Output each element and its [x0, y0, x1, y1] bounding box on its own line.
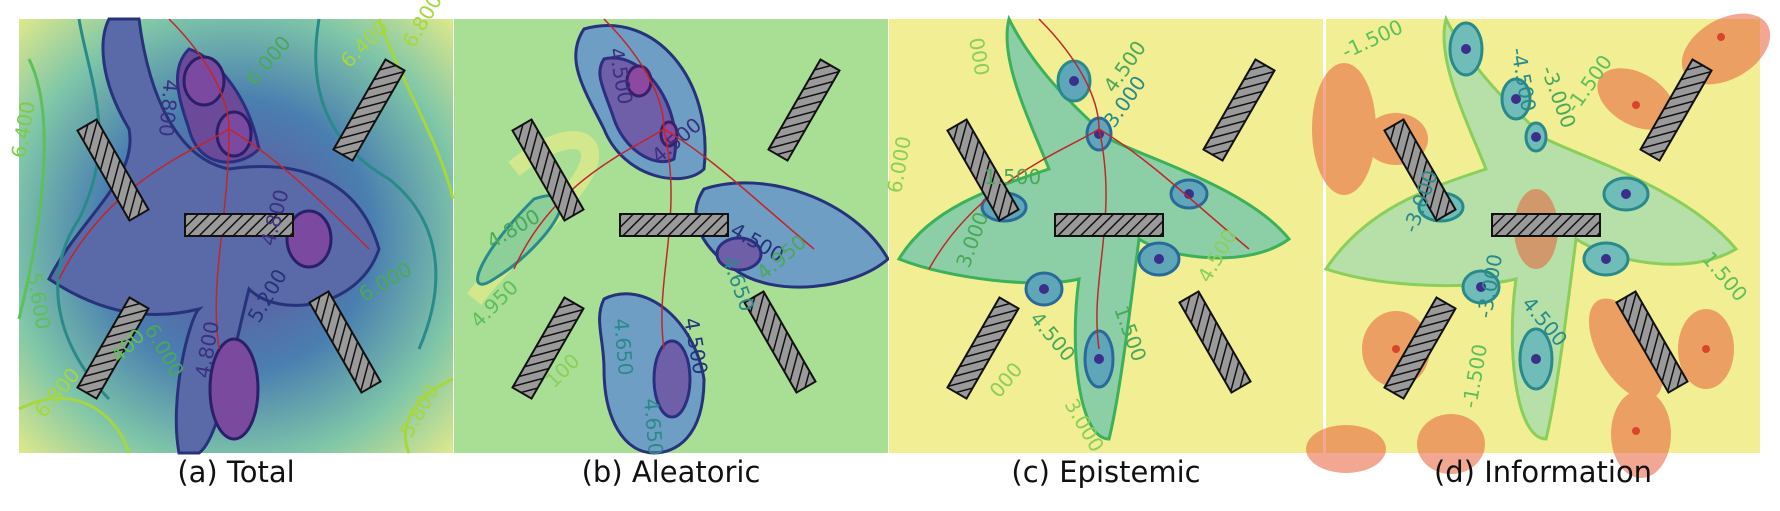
information-center-dot	[1531, 354, 1541, 364]
information-blob	[1597, 68, 1675, 130]
total-contour-peak-2	[182, 55, 226, 107]
epistemic-obstacle-center	[1054, 213, 1164, 237]
aleatoric-obstacle-bottom-right	[743, 290, 817, 394]
total-contour-peak-4	[285, 209, 333, 269]
epistemic-contour-label: 1.500	[984, 165, 1041, 189]
information-blob	[1588, 298, 1664, 400]
information-center-dot	[1476, 282, 1486, 292]
epistemic-contour-plot: 000 4.500 6.000 3.000 1.500 3.000 4.500 …	[882, 14, 1323, 456]
information-center-dot	[1531, 132, 1541, 142]
epistemic-obstacle-top-left	[946, 118, 1020, 222]
information-blobs	[1306, 13, 1771, 478]
epistemic-center-dot	[1094, 354, 1104, 364]
epistemic-center-dot	[1069, 76, 1079, 86]
aleatoric-peak-4	[652, 339, 692, 419]
aleatoric-trajectory	[513, 18, 815, 350]
aleatoric-obstacle-top-left	[511, 118, 585, 222]
epistemic-center-dot	[1154, 254, 1164, 264]
epistemic-obstacle-bottom-right	[1178, 290, 1252, 394]
information-obstacle-top-left	[1383, 118, 1457, 222]
information-obstacle-top-right	[1639, 58, 1713, 162]
aleatoric-peak-3	[715, 236, 763, 272]
caption-total: (a) Total	[177, 455, 295, 489]
caption-epistemic: (c) Epistemic	[1011, 455, 1201, 489]
information-obstacle-bottom-left	[1383, 296, 1457, 400]
information-obstacle-bottom-right	[1615, 290, 1689, 394]
total-contour-line-6	[404, 377, 454, 454]
information-blob-center-dot	[1702, 345, 1710, 353]
panel-aleatoric: 4.500 4.500 4.800 4.950 4.500 4.950 4.65…	[454, 18, 890, 456]
total-obstacle-top-left	[76, 118, 150, 222]
total-contour-peak-5	[208, 337, 260, 441]
caption-information: (d) Information	[1433, 455, 1653, 489]
information-center-dot	[1621, 189, 1631, 199]
information-obstacle-center	[1491, 213, 1601, 237]
information-blob-centers	[1392, 33, 1725, 435]
information-blob	[1417, 414, 1485, 474]
total-trajectory	[58, 18, 370, 350]
information-center-dot	[1511, 94, 1521, 104]
panel-epistemic: 000 4.500 6.000 3.000 1.500 3.000 4.500 …	[882, 14, 1323, 456]
information-center-dot	[1461, 44, 1471, 54]
information-blob	[1611, 390, 1671, 478]
information-blob-center-dot	[1717, 33, 1725, 41]
aleatoric-peak-2	[659, 120, 679, 148]
caption-aleatoric: (b) Aleatoric	[581, 455, 761, 489]
aleatoric-contour-label: 4.650	[609, 317, 638, 376]
total-contour-line-4	[377, 18, 455, 200]
total-contour-label: 4.800	[154, 79, 183, 138]
epistemic-obstacle-bottom-left	[946, 296, 1020, 400]
total-obstacle-bottom-right	[308, 290, 382, 394]
total-contour-line-2	[314, 18, 438, 350]
total-contour-peak-3	[215, 110, 253, 158]
epistemic-center-dot	[1039, 284, 1049, 294]
panel-total: 6.400 6.000 6.400 6.800 4.800 4.800 5.20…	[6, 0, 455, 455]
epistemic-center-dot	[1184, 189, 1194, 199]
information-center-dot	[1601, 254, 1611, 264]
aleatoric-contour-plot: 4.500 4.500 4.800 4.950 4.500 4.950 4.65…	[454, 18, 890, 456]
epistemic-obstacle-top-right	[1202, 58, 1276, 162]
aleatoric-obstacle-top-right	[767, 58, 841, 162]
aleatoric-obstacle-bottom-left	[511, 296, 585, 400]
total-contour-line-3	[17, 58, 46, 320]
total-contour-line-5	[18, 396, 131, 454]
total-contour-plot: 6.400 6.000 6.400 6.800 4.800 4.800 5.20…	[6, 0, 455, 455]
information-blob-center-dot	[1632, 101, 1640, 109]
panel-information: -1.500 -4.500 -3.000 -1.500 -3.000 1.500…	[1306, 13, 1771, 478]
information-blob	[1306, 425, 1386, 473]
information-blob-center-dot	[1632, 427, 1640, 435]
epistemic-center-dot	[1094, 129, 1104, 139]
aleatoric-obstacle-center	[619, 213, 729, 237]
total-obstacle-top-right	[332, 58, 406, 162]
information-contour-plot: -1.500 -4.500 -3.000 -1.500 -3.000 1.500…	[1306, 13, 1771, 478]
aleatoric-contour-label: 4.650	[639, 397, 668, 456]
total-obstacle-bottom-left	[76, 296, 150, 400]
information-blob	[1312, 63, 1376, 195]
total-obstacle-center	[184, 213, 294, 237]
total-contour-line-1	[56, 18, 111, 401]
epistemic-trajectory	[928, 18, 1250, 350]
information-blob-center-dot	[1392, 345, 1400, 353]
